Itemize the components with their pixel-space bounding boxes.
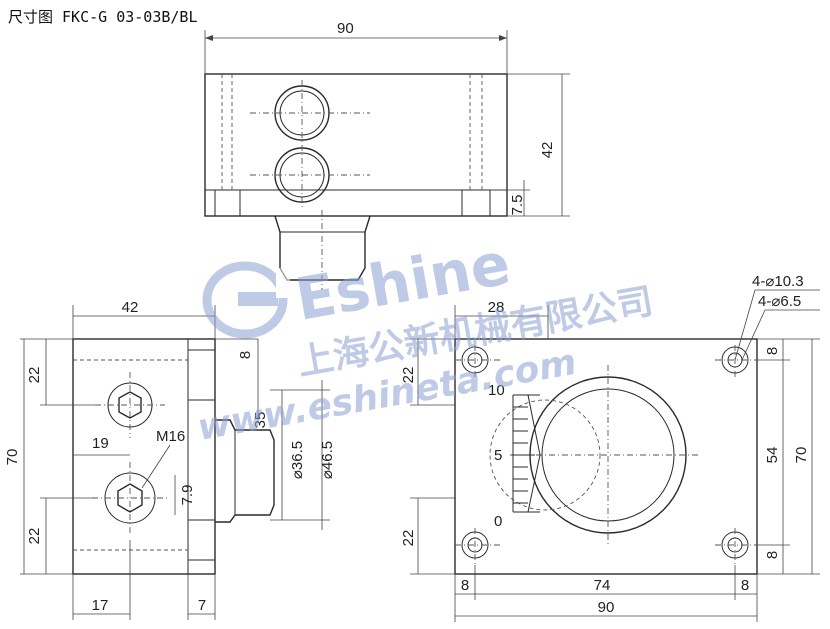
front-right-top-label: 8 bbox=[764, 347, 781, 355]
side-left-lower-label: 22 bbox=[26, 528, 43, 545]
side-left-upper-label: 22 bbox=[26, 367, 43, 384]
front-scale-10: 10 bbox=[488, 382, 505, 399]
front-overall-label: 90 bbox=[598, 599, 615, 616]
front-bottom-mid-label: 74 bbox=[594, 577, 611, 594]
front-top-left-label: 28 bbox=[488, 299, 505, 316]
side-inner-dia-label: ⌀36.5 bbox=[289, 441, 306, 479]
side-bottom-right-label: 7 bbox=[198, 597, 206, 614]
side-view-body bbox=[72, 338, 216, 575]
front-view-body bbox=[454, 338, 758, 575]
top-width-label: 90 bbox=[337, 20, 354, 37]
front-hole-big-label: 4-⌀10.3 bbox=[752, 273, 804, 290]
side-bottom-left-label: 17 bbox=[92, 597, 109, 614]
side-width-label: 42 bbox=[122, 299, 139, 316]
front-right-bottom-label: 8 bbox=[764, 551, 781, 559]
side-view bbox=[20, 305, 330, 620]
top-height-label: 42 bbox=[539, 142, 556, 159]
watermark-logo-icon bbox=[202, 261, 290, 339]
top-view bbox=[204, 30, 570, 290]
side-hole-offset-label: 19 bbox=[92, 435, 109, 452]
side-thread-label: M16 bbox=[156, 428, 185, 445]
side-left-total-label: 70 bbox=[4, 449, 21, 466]
front-bottom-left-label: 8 bbox=[461, 577, 469, 594]
front-hole-small-label: 4-⌀6.5 bbox=[758, 293, 801, 310]
side-outer-dia-label: ⌀46.5 bbox=[319, 441, 336, 479]
front-scale-0: 0 bbox=[494, 513, 502, 530]
top-view-body bbox=[204, 73, 508, 217]
front-right-mid-label: 54 bbox=[764, 447, 781, 464]
front-bottom-right-label: 8 bbox=[741, 577, 749, 594]
front-view bbox=[410, 289, 820, 622]
drawing-title: 尺寸图 FKC-G 03-03B/BL bbox=[8, 8, 198, 26]
front-scale bbox=[512, 394, 541, 513]
front-scale-5: 5 bbox=[494, 447, 502, 464]
front-right-total-label: 70 bbox=[793, 447, 810, 464]
side-top-offset-label: 8 bbox=[237, 351, 254, 359]
front-left-upper-label: 22 bbox=[400, 367, 417, 384]
front-left-lower-label: 22 bbox=[400, 530, 417, 547]
side-gap-label: 7.9 bbox=[179, 485, 196, 506]
side-boss-height-label: 35 bbox=[252, 412, 269, 429]
top-base-label: 7.5 bbox=[509, 195, 526, 216]
